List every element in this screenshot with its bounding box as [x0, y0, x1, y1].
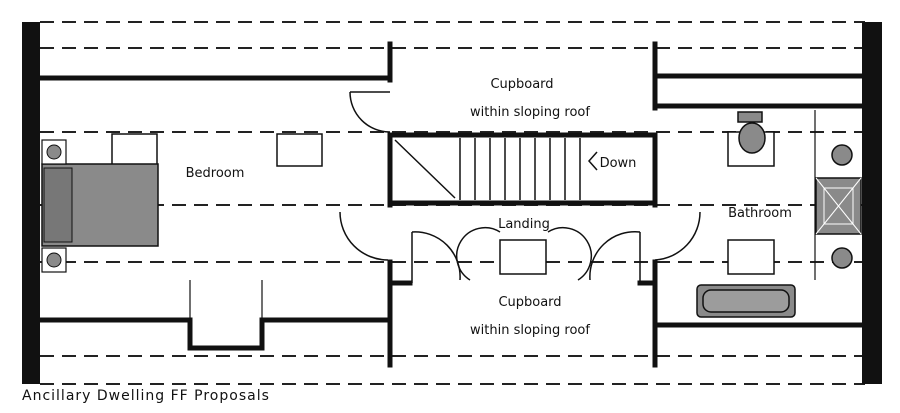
cupboard-top-label-line2: within sloping roof: [470, 105, 590, 120]
cupboard-bottom-label-line1: Cupboard: [498, 295, 561, 310]
bed: [41, 139, 159, 273]
roof-windows: [111, 131, 775, 275]
staircase: [394, 138, 598, 200]
bathroom-label: Bathroom: [728, 206, 792, 221]
bedroom-recess: [189, 280, 263, 320]
walls: [37, 41, 868, 368]
stairs-down-label: Down: [600, 156, 637, 171]
left-gable-wall: [22, 22, 40, 384]
right-gable-wall: [862, 22, 882, 384]
basin-top: [831, 144, 853, 166]
landing-doors: [339, 211, 701, 283]
toilet: [737, 111, 763, 123]
cupboard-bottom-label-line2: within sloping roof: [470, 323, 590, 338]
drawing-caption: Ancillary Dwelling FF Proposals: [22, 388, 270, 404]
bedroom-door: [349, 91, 391, 133]
landing-label: Landing: [498, 217, 550, 232]
cupboard-top-label-line1: Cupboard: [490, 77, 553, 92]
bedroom-label: Bedroom: [186, 166, 245, 181]
basin-bottom: [831, 247, 853, 269]
bathroom-fixtures: [696, 110, 862, 318]
